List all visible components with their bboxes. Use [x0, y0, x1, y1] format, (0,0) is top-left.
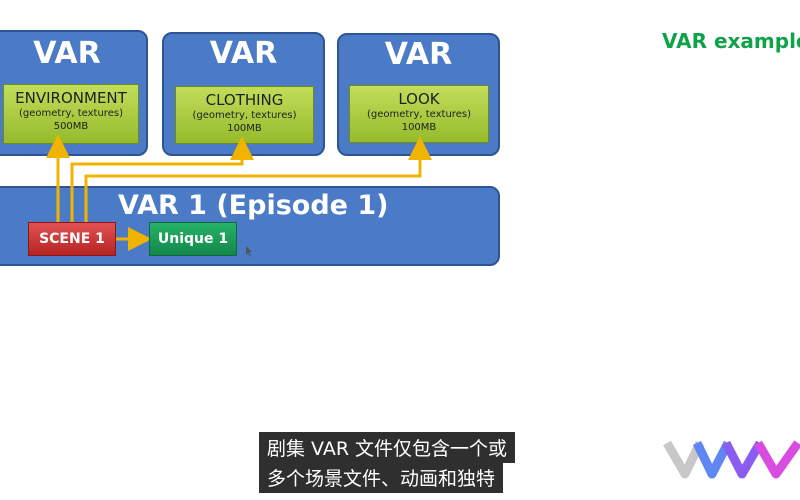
brand-logo-icon [663, 440, 800, 479]
page-heading: VAR example [662, 29, 800, 53]
var-box-title: VAR [33, 36, 101, 71]
cursor-icon [246, 246, 252, 257]
var-box-title: VAR [209, 36, 278, 71]
look-box-title: LOOK [398, 90, 440, 108]
subtitle-line-2: 多个场景文件、动画和独特 [259, 462, 504, 493]
environment-box-title: ENVIRONMENT [15, 89, 127, 107]
subtitle-line-1: 剧集 VAR 文件仅包含一个或 [259, 432, 516, 463]
clothing-box: CLOTHING (geometry, textures) 100MB [175, 86, 314, 144]
clothing-box-size: 100MB [227, 123, 262, 134]
environment-box-size: 500MB [53, 121, 89, 132]
arrow-to-look [84, 136, 432, 222]
look-box-size: 100MB [401, 122, 437, 133]
episode-title: VAR 1 (Episode 1) [118, 190, 389, 221]
scene-1-box: SCENE 1 [28, 222, 116, 256]
clothing-box-title: CLOTHING [205, 91, 284, 109]
clothing-box-sub: (geometry, textures) [192, 110, 297, 121]
arrow-to-clothing [70, 136, 254, 222]
environment-box: ENVIRONMENT (geometry, textures) 500MB [3, 84, 139, 144]
unique-1-box: Unique 1 [149, 222, 237, 256]
var-box-title: VAR [384, 37, 453, 72]
environment-box-sub: (geometry, textures) [19, 108, 123, 119]
var-box-environment: VAR ENVIRONMENT (geometry, textures) 500… [0, 30, 148, 156]
look-box-sub: (geometry, textures) [367, 109, 471, 120]
